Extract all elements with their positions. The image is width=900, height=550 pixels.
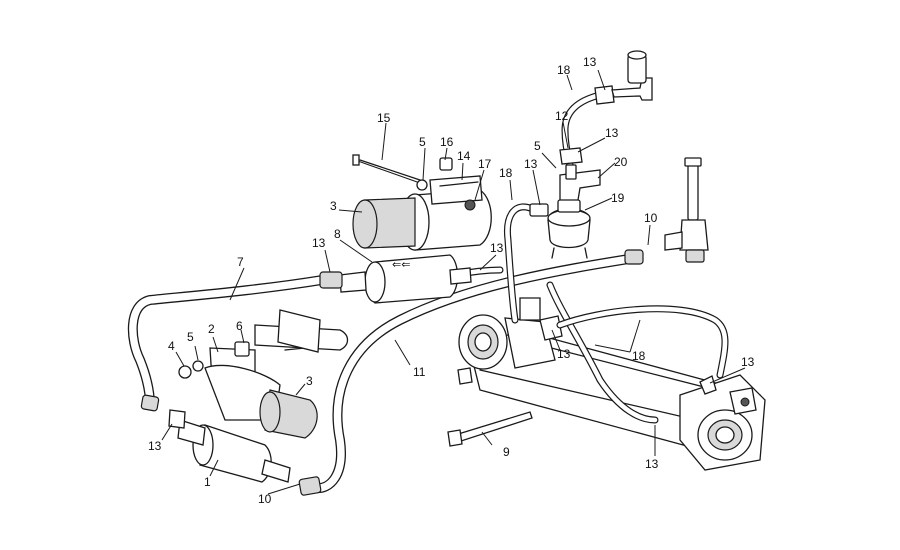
callout-4: 4 (168, 339, 175, 353)
callout-10: 10 (258, 492, 272, 506)
callout-2: 2 (208, 322, 215, 336)
callout-13: 13 (312, 236, 326, 250)
callout-18: 18 (557, 63, 571, 77)
callout-13: 13 (490, 241, 504, 255)
callout-13: 13 (583, 55, 597, 69)
callout-3: 3 (330, 199, 337, 213)
fuel-pump-1 (168, 409, 291, 483)
bolt-15 (359, 159, 421, 181)
upper-pump-assembly (352, 154, 492, 251)
callout-13: 13 (524, 157, 538, 171)
callout-6: 6 (236, 319, 243, 333)
callout-13: 13 (741, 355, 755, 369)
fuel-tap (664, 157, 709, 263)
fuel-filter-8: ⇐⇐ (319, 254, 504, 304)
callout-14: 14 (457, 149, 471, 163)
callout-12: 12 (555, 109, 569, 123)
filter-arrow-mark: ⇐⇐ (392, 259, 410, 271)
callout-19: 19 (611, 191, 625, 205)
callout-15: 15 (377, 111, 391, 125)
callout-9: 9 (503, 445, 510, 459)
throttle-body-assembly (457, 297, 766, 471)
hose-18-top (559, 50, 653, 169)
callout-17: 17 (478, 157, 492, 171)
callout-3: 3 (306, 374, 313, 388)
hose-11 (298, 249, 644, 496)
hose-18-return (503, 203, 729, 424)
callout-5: 5 (534, 139, 541, 153)
callout-1: 1 (204, 475, 211, 489)
callout-11: 11 (413, 365, 426, 379)
callout-5: 5 (187, 330, 194, 344)
callout-16: 16 (440, 135, 454, 149)
callout-labels: 1 2 3 3 4 5 5 5 6 7 8 9 10 10 11 12 13 1… (148, 55, 755, 506)
callout-13: 13 (645, 457, 659, 471)
callout-20: 20 (614, 155, 628, 169)
lower-pump-assembly (178, 309, 349, 439)
callout-13: 13 (605, 126, 619, 140)
callout-5: 5 (419, 135, 426, 149)
hose-7 (127, 275, 327, 412)
callout-7: 7 (237, 255, 244, 269)
callout-10: 10 (644, 211, 658, 225)
pressure-regulator (529, 164, 601, 259)
leader-lines (161, 69, 746, 495)
callout-13: 13 (557, 347, 571, 361)
callout-8: 8 (334, 227, 341, 241)
cable-tie-9 (447, 411, 533, 447)
callout-13: 13 (148, 439, 162, 453)
callout-18: 18 (499, 166, 513, 180)
callout-18: 18 (632, 349, 646, 363)
